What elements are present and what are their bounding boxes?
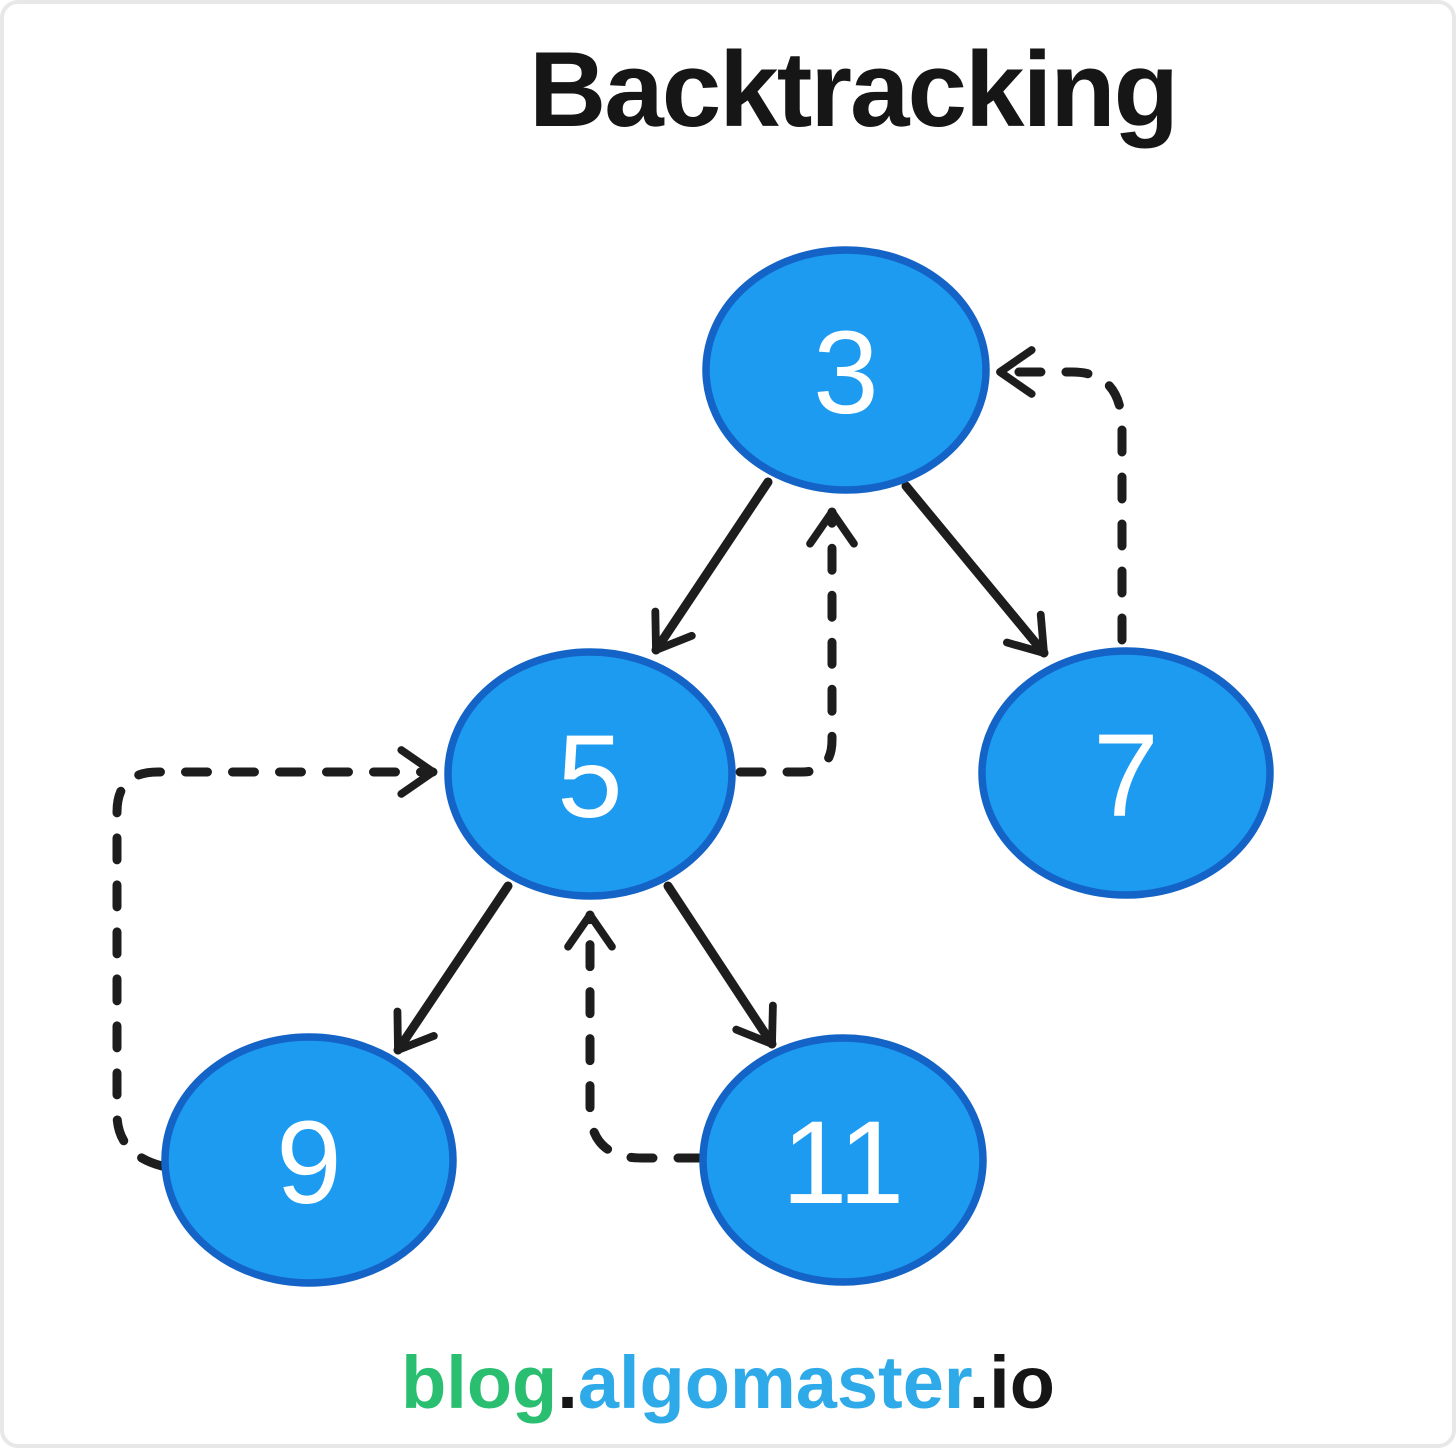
page-title: Backtracking [529,29,1177,149]
node-3: 3 [702,246,990,494]
footer-io-part: io [989,1341,1055,1424]
node-11: 11 [699,1034,987,1286]
footer-blog-part: blog [401,1341,557,1424]
node-5-label: 5 [557,711,623,843]
node-9-ellipse [161,1033,457,1287]
node-7-label: 7 [1093,710,1159,842]
node-5: 5 [444,648,736,900]
footer-algomaster-part: algomaster [578,1341,972,1424]
node-9: 9 [161,1033,457,1287]
edge-3-to-5-solid-arrow [651,477,773,655]
node-7-ellipse [978,647,1274,899]
node-11-ellipse [699,1034,987,1286]
edge-5-to-11-solid-arrow [663,881,777,1049]
node-5-ellipse [444,648,736,900]
edge-5-to-3-backtrack-arrow [735,507,858,777]
footer-dot2: . [969,1341,990,1424]
edge-5-to-9-solid-arrow [393,881,513,1055]
edge-9-to-5-backtrack-arrow [112,746,438,1171]
edge-3-to-7-solid-arrow [901,481,1049,658]
node-3-ellipse [702,246,990,494]
footer-site-text: blog.algomaster.io [401,1341,1055,1424]
edge-7-to-3-backtrack-arrow [995,346,1127,645]
node-3-label: 3 [813,307,879,439]
node-7: 7 [978,647,1274,899]
footer-dot1: . [557,1341,578,1424]
edge-11-to-5-backtrack-arrow [564,910,705,1163]
node-9-label: 9 [276,1097,342,1229]
node-11-label: 11 [782,1097,905,1229]
